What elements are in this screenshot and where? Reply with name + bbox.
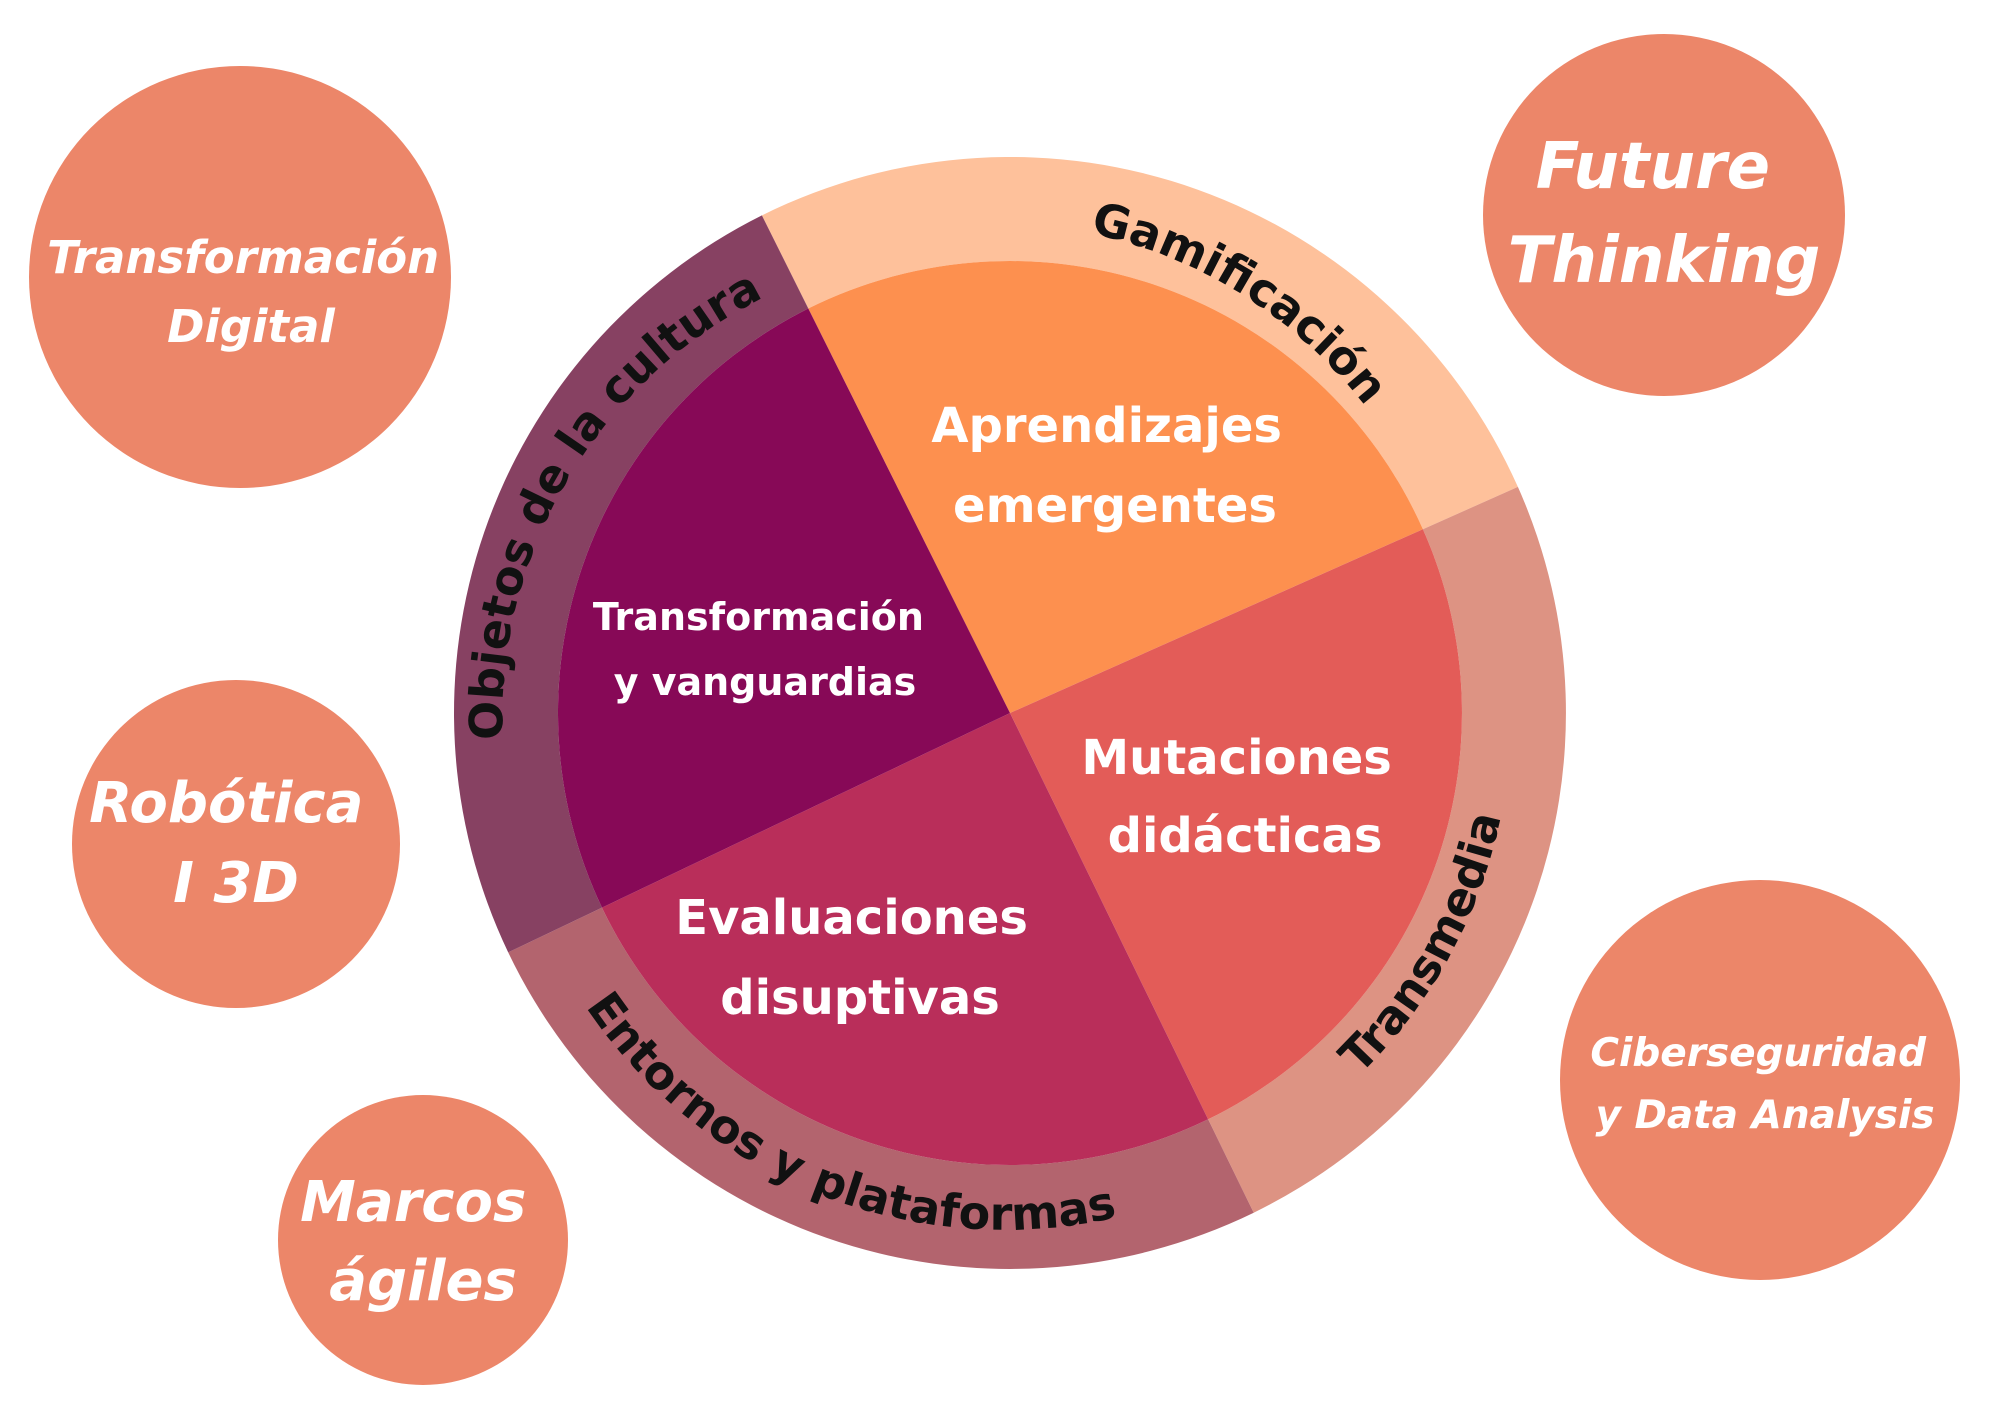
bubble-transformacion-digital: Transformación Digital xyxy=(29,66,455,488)
sector-label-line: disuptivas xyxy=(720,970,1000,1026)
svg-text:Future Thinking: Future Thinking xyxy=(1508,130,1821,298)
bubble-label-line: Robótica xyxy=(89,771,363,836)
svg-text:Robótica I 3D: Robótica I 3D xyxy=(89,771,383,916)
ring-segment-gamificacion xyxy=(761,157,1518,530)
sector-evaluaciones xyxy=(602,713,1209,1166)
bubble-label-line: Marcos xyxy=(300,1170,526,1235)
ring-segment-transmedia xyxy=(1208,486,1566,1213)
inner-pie xyxy=(557,261,1462,1166)
sector-transformacion-vanguardias xyxy=(557,308,1010,908)
svg-text:Transformación Digital: Transformación Digital xyxy=(47,231,455,353)
wheel: Aprendizajes emergentes Mutaciones didác… xyxy=(454,157,1566,1269)
sector-label-transformacion-vanguardias: Transformación y vanguardias xyxy=(593,595,937,704)
bubble-robotica-3d: Robótica I 3D xyxy=(72,680,400,1008)
bubble-marcos-agiles: Marcos ágiles xyxy=(278,1095,568,1385)
outer-ring xyxy=(454,157,1566,1269)
bubble-future-thinking: Future Thinking xyxy=(1483,34,1845,396)
bubble-label-line: Thinking xyxy=(1508,224,1821,298)
bubble-label-line: ágiles xyxy=(329,1249,517,1314)
sector-label-line: y vanguardias xyxy=(614,660,917,704)
bubble-circle xyxy=(278,1095,568,1385)
sector-mutaciones xyxy=(1010,529,1462,1120)
sector-label-line: Aprendizajes xyxy=(931,398,1282,454)
bubble-circle xyxy=(29,66,451,488)
sector-label-evaluaciones: Evaluaciones disuptivas xyxy=(675,890,1044,1026)
sector-label-line: Transformación xyxy=(593,595,924,639)
sector-label-line: Mutaciones xyxy=(1081,730,1391,786)
sector-label-line: emergentes xyxy=(953,478,1277,534)
ring-segment-objetos xyxy=(454,215,809,953)
bubble-label-line: y Data Analysis xyxy=(1595,1093,1934,1138)
bubble-label-line: Future xyxy=(1536,130,1770,204)
bubble-circle xyxy=(1483,34,1845,396)
bubble-label-line: Ciberseguridad xyxy=(1590,1031,1927,1076)
bubble-label-line: I 3D xyxy=(173,851,299,916)
bubble-label-line: Transformación xyxy=(47,231,439,284)
svg-text:Marcos ágiles: Marcos ágiles xyxy=(300,1170,546,1314)
bubble-ciberseguridad: Ciberseguridad y Data Analysis xyxy=(1560,880,1960,1280)
ring-segment-entornos xyxy=(508,907,1254,1269)
sector-label-aprendizajes: Aprendizajes emergentes xyxy=(931,398,1298,534)
sector-label-mutaciones: Mutaciones didácticas xyxy=(1081,730,1408,864)
sector-aprendizajes xyxy=(808,261,1423,713)
sector-label-line: didácticas xyxy=(1108,808,1383,864)
svg-text:Ciberseguridad y Data An: Ciberseguridad y Data Analysis xyxy=(1590,1031,1939,1138)
sector-label-line: Evaluaciones xyxy=(675,890,1028,946)
bubble-circle xyxy=(72,680,400,1008)
bubble-circle xyxy=(1560,880,1960,1280)
bubble-label-line: Digital xyxy=(167,300,335,353)
